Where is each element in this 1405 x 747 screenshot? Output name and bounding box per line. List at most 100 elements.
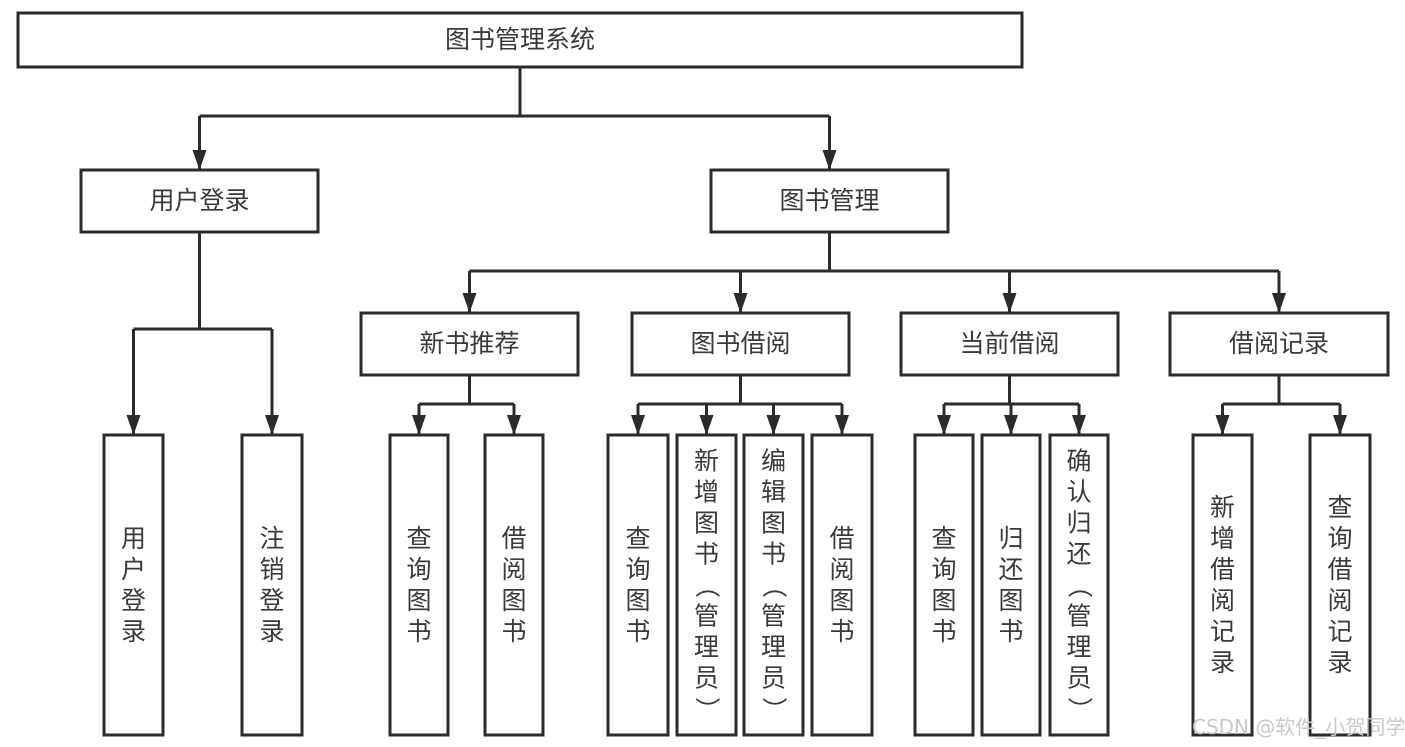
node-label-char: 查 xyxy=(931,524,956,553)
node-label-char: 图 xyxy=(931,586,956,615)
edge-group-n-book-manage xyxy=(462,232,1286,313)
node-label-char: 归 xyxy=(1066,509,1091,538)
node-n-book-borrow[interactable]: 图书借阅 xyxy=(630,311,851,377)
node-root[interactable]: 图书管理系统 xyxy=(16,11,1024,69)
node-label-char: （ xyxy=(1065,573,1094,598)
arrow-head-icon xyxy=(1272,293,1286,313)
node-label-char: 还 xyxy=(998,555,1023,584)
node-box xyxy=(388,433,450,737)
node-label-char: 管 xyxy=(1066,602,1091,631)
node-box xyxy=(913,433,975,737)
node-label-char: 员 xyxy=(694,664,719,693)
node-label-char: 登 xyxy=(121,586,146,615)
node-label-char: 查 xyxy=(1327,493,1352,522)
node-label-char: ） xyxy=(760,697,789,722)
node-n-user-login[interactable]: 用户登录 xyxy=(79,168,320,234)
node-label-char: 管 xyxy=(694,602,719,631)
node-label-char: 记 xyxy=(1210,617,1235,646)
node-label-char: （ xyxy=(760,573,789,598)
node-label-char: 理 xyxy=(694,633,719,662)
node-label-char: 增 xyxy=(694,478,719,507)
node-box xyxy=(1168,311,1390,377)
node-label-char: 书 xyxy=(829,617,854,646)
node-label-char: 图 xyxy=(694,509,719,538)
node-label-char: 书 xyxy=(998,617,1023,646)
arrow-head-icon xyxy=(937,415,951,435)
node-label-char: 图 xyxy=(625,586,650,615)
arrow-head-icon xyxy=(1004,415,1018,435)
node-label: 新书推荐 xyxy=(419,329,519,358)
node-label-char: 编 xyxy=(761,447,786,476)
node-n-borrow-record[interactable]: 借阅记录 xyxy=(1168,311,1390,377)
node-box xyxy=(79,168,320,234)
node-box xyxy=(1191,433,1254,737)
node-box xyxy=(980,433,1042,737)
node-n-book-manage[interactable]: 图书管理 xyxy=(709,168,950,234)
node-label-char: 归 xyxy=(998,524,1023,553)
arrow-head-icon xyxy=(507,415,521,435)
node-label-char: 查 xyxy=(625,524,650,553)
node-label-char: 图 xyxy=(829,586,854,615)
node-label-char: 图 xyxy=(761,509,786,538)
node-label-char: 增 xyxy=(1210,524,1235,553)
node-label-char: 书 xyxy=(931,617,956,646)
node-label-char: 录 xyxy=(1210,648,1235,677)
node-label-char: 认 xyxy=(1066,478,1091,507)
node-box xyxy=(1308,433,1372,737)
node-label-char: 询 xyxy=(625,555,650,584)
arrow-head-icon xyxy=(126,415,141,435)
node-leaf-user-login[interactable]: 用户登录 xyxy=(102,433,165,737)
node-label-char: 书 xyxy=(761,540,786,569)
arrow-head-icon xyxy=(1333,415,1347,435)
node-n-current-borrow[interactable]: 当前借阅 xyxy=(899,311,1120,377)
node-label: 用户登录 xyxy=(149,186,249,215)
node-label-char: 还 xyxy=(1066,540,1091,569)
edge-group-n-borrow-record xyxy=(1215,375,1347,435)
node-box xyxy=(16,11,1024,69)
node-label-char: 新 xyxy=(694,447,719,476)
arrow-head-icon xyxy=(462,293,477,313)
node-box xyxy=(709,168,950,234)
arrow-head-icon xyxy=(733,293,748,313)
node-label-char: 借 xyxy=(501,524,526,553)
node-label-char: 辑 xyxy=(761,478,786,507)
node-label-char: ） xyxy=(1065,697,1094,722)
arrow-head-icon xyxy=(835,415,849,435)
node-label-char: 登 xyxy=(259,586,284,615)
node-label-char: 书 xyxy=(694,540,719,569)
node-box xyxy=(899,311,1120,377)
node-label-char: 确 xyxy=(1066,447,1091,476)
node-label-char: 录 xyxy=(1327,648,1352,677)
arrow-head-icon xyxy=(192,150,207,170)
edge-group-n-new-book-rec xyxy=(412,375,521,435)
arrow-head-icon xyxy=(766,415,781,435)
node-label-char: 新 xyxy=(1210,493,1235,522)
node-label-char: 理 xyxy=(761,633,786,662)
node-label: 图书管理 xyxy=(779,186,879,215)
node-n-new-book-rec[interactable]: 新书推荐 xyxy=(359,311,580,377)
node-label: 图书借阅 xyxy=(690,329,790,358)
node-label-char: 管 xyxy=(761,602,786,631)
node-label-char: 阅 xyxy=(501,555,526,584)
node-box xyxy=(1048,433,1110,737)
node-label-char: 用 xyxy=(121,524,146,553)
csdn-watermark: CSDN @软件_小贺同学 xyxy=(1192,715,1405,739)
node-label-char: 图 xyxy=(406,586,431,615)
edge-group-n-user-login xyxy=(126,232,279,435)
node-label-char: 员 xyxy=(761,664,786,693)
node-label-char: （ xyxy=(693,573,722,598)
